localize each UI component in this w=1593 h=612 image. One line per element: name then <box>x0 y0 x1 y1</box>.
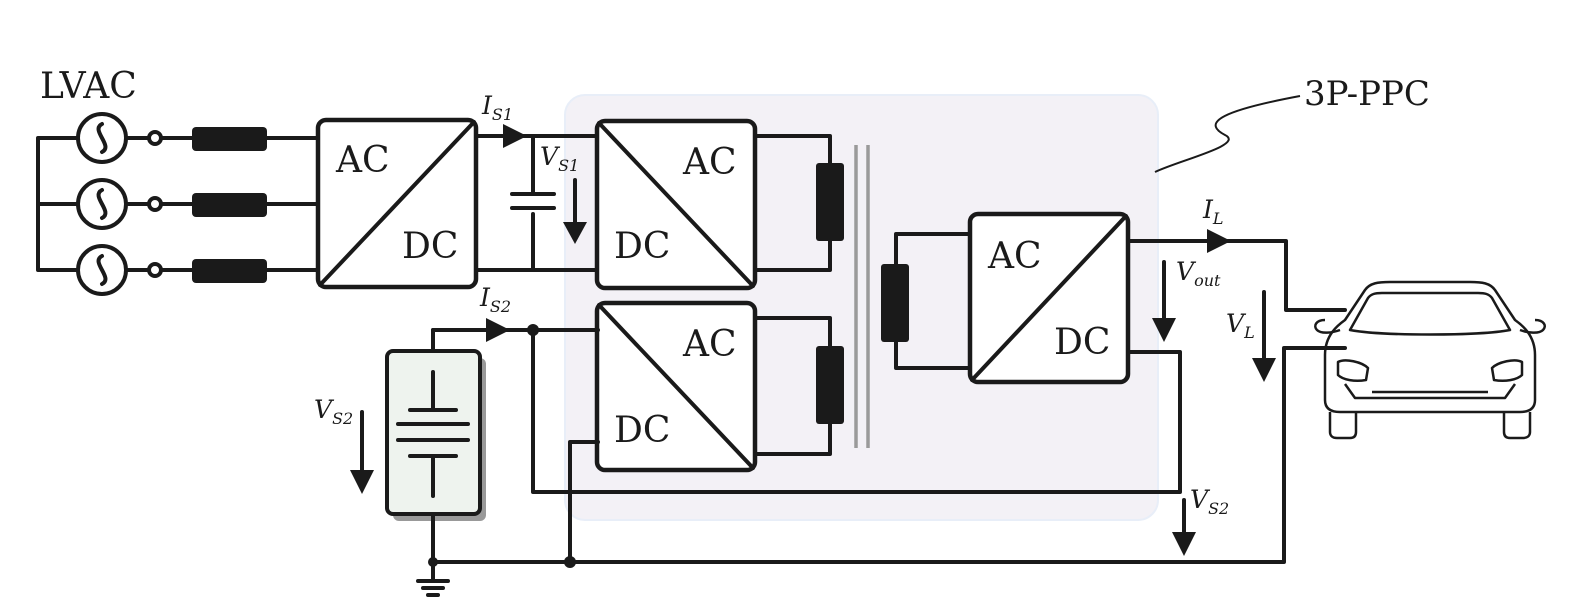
ac-source-1-icon <box>76 112 128 164</box>
transformer-winding-3-icon <box>881 264 909 342</box>
dcac1-ac-label: AC <box>682 142 737 183</box>
output-acdc-converter: AC DC <box>967 211 1131 385</box>
dcac1-dc-label: DC <box>614 226 670 267</box>
vl-arrow-icon <box>1252 358 1276 382</box>
vs2-battery-arrow-icon <box>350 470 374 494</box>
vout-label: Vout <box>1176 257 1221 290</box>
is2-arrow-icon <box>486 318 510 342</box>
dcac-converter-1: AC DC <box>594 118 758 291</box>
ac-sources <box>36 112 322 296</box>
is1-arrow-icon <box>503 124 527 148</box>
ppc-label: 3P-PPC <box>1304 74 1430 114</box>
dcac2-ac-label: AC <box>682 324 737 365</box>
ground-icon <box>416 560 450 597</box>
rectifier-dc-label: DC <box>402 226 458 267</box>
il-arrow-icon <box>1207 229 1231 253</box>
vs1-arrow-icon <box>563 222 587 244</box>
output-dc-label: DC <box>1054 322 1110 363</box>
vs1-label: VS1 <box>540 142 579 175</box>
vl-label: VL <box>1226 309 1255 342</box>
is1-label: IS1 <box>481 91 513 124</box>
output-ac-label: AC <box>987 236 1042 277</box>
lvac-label: LVAC <box>40 66 137 107</box>
is2-label: IS2 <box>479 283 511 316</box>
junction-dot-bottom <box>564 556 576 568</box>
ppc-callout-line <box>1154 95 1301 173</box>
il-label: IL <box>1202 195 1224 228</box>
ac-source-2-icon <box>76 178 128 230</box>
transformer-winding-1-icon <box>816 163 844 241</box>
vs2-output-arrow-icon <box>1172 532 1196 556</box>
ac-source-3-icon <box>76 244 128 296</box>
rectifier-ac-label: AC <box>335 140 390 181</box>
dcac2-dc-label: DC <box>614 410 670 451</box>
vs2-output-label: VS2 <box>1190 485 1229 518</box>
electric-car-icon <box>1314 280 1546 440</box>
junction-dot-top <box>527 324 539 336</box>
inductor-1-icon <box>192 127 267 151</box>
vs2-battery-label: VS2 <box>314 395 353 428</box>
vout-arrow-icon <box>1152 318 1176 342</box>
battery <box>385 328 486 564</box>
dcac-converter-2: AC DC <box>594 300 758 473</box>
transformer-winding-2-icon <box>816 346 844 424</box>
inductor-2-icon <box>192 193 267 217</box>
inductor-3-icon <box>192 259 267 283</box>
rectifier-acdc: AC DC <box>315 117 479 290</box>
